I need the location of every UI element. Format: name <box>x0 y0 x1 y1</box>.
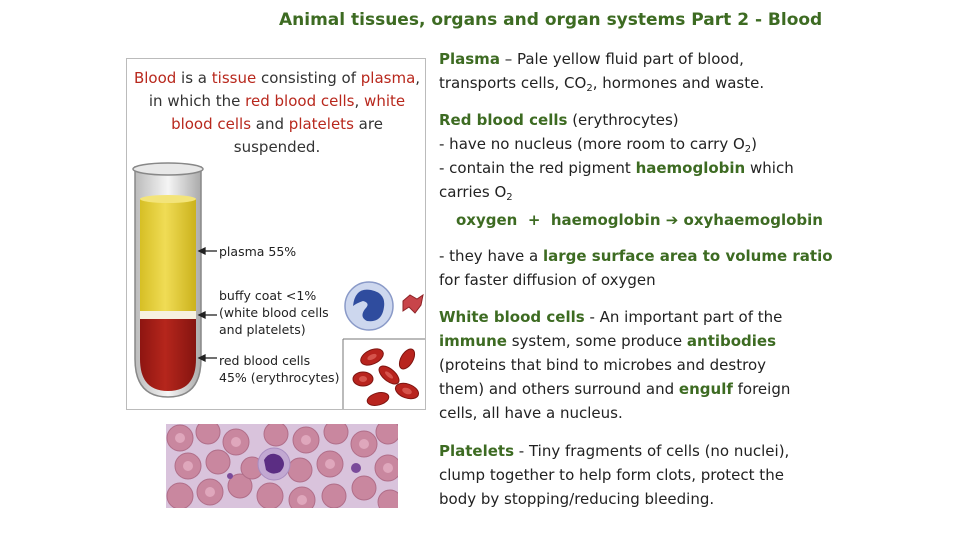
arrow-right-icon: ➔ <box>665 211 679 229</box>
blood-description: Blood is a tissue consisting of plasma, … <box>133 69 421 156</box>
buffy-coat-label: buffy coat <1% (white blood cells and pl… <box>219 288 329 337</box>
blood-smear-micrograph <box>166 424 398 508</box>
red-blood-cells-paragraph: Red blood cells (erythrocytes) - have no… <box>439 111 794 203</box>
plasma-label: plasma 55% <box>219 244 297 259</box>
red-blood-cells-label: red blood cells 45% (erythrocytes) <box>219 353 340 385</box>
blood-tube-figure: Blood is a tissue consisting of plasma, … <box>126 58 426 410</box>
white-blood-cell-illustration <box>344 281 394 331</box>
platelets-paragraph: Platelets - Tiny fragments of cells (no … <box>439 442 790 508</box>
buffy-coat-layer <box>140 311 196 319</box>
platelet-illustration <box>402 293 424 314</box>
test-tube-illustration <box>132 162 425 409</box>
white-blood-cells-paragraph: White blood cells - An important part of… <box>439 308 791 422</box>
page-title: Animal tissues, organs and organ systems… <box>279 10 823 30</box>
plasma-paragraph: Plasma – Pale yellow fluid part of blood… <box>439 50 765 94</box>
oxyhaemoglobin-equation: oxygen + haemoglobin ➔ oxyhaemoglobin <box>456 211 823 229</box>
plasma-layer <box>140 199 196 311</box>
tube-rim <box>132 162 204 176</box>
surface-area-paragraph: - they have a large surface area to volu… <box>439 247 833 289</box>
red-cell-layer <box>140 319 196 391</box>
